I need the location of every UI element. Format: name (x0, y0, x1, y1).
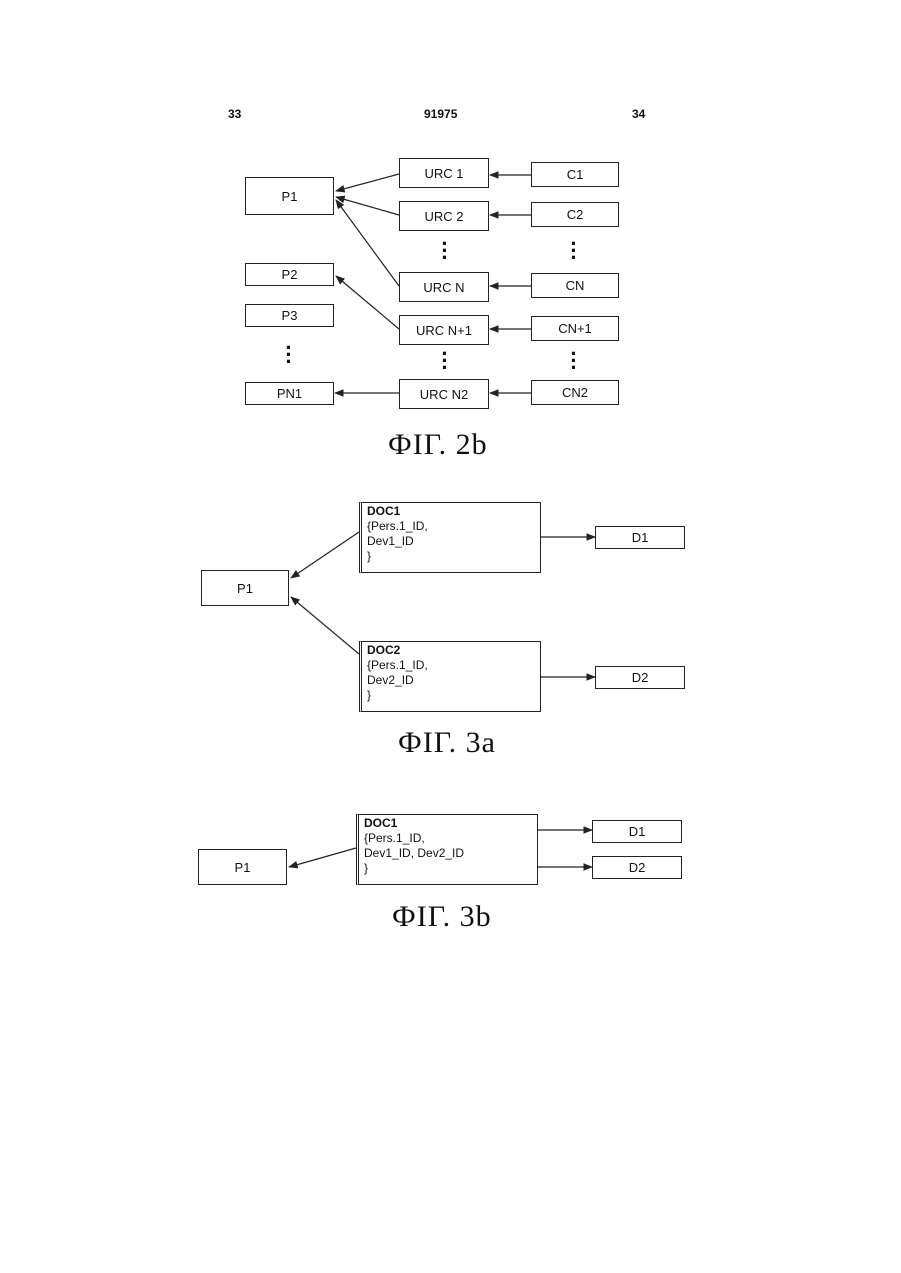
device-box-d2: D2 (595, 666, 685, 689)
c-box-2: C2 (531, 202, 619, 227)
doc-title: DOC1 (364, 816, 532, 831)
doc-title: DOC1 (367, 504, 535, 519)
ellipsis-dots: ··· (440, 240, 450, 261)
doc1-box: DOC1 {Pers.1_ID, Dev1_ID } (359, 502, 541, 573)
doc-line: {Pers.1_ID, (364, 831, 532, 846)
urc-box-1: URC 1 (399, 158, 489, 188)
device-box-d1: D1 (592, 820, 682, 843)
doc-line: {Pers.1_ID, (367, 519, 535, 534)
doc-line: Dev2_ID (367, 673, 535, 688)
figure-caption-3b: ФІГ. 3b (392, 900, 492, 934)
doc-line: {Pers.1_ID, (367, 658, 535, 673)
figure-caption-3a: ФІГ. 3a (398, 726, 496, 760)
c-box-n: CN (531, 273, 619, 298)
person-box-pn1: PN1 (245, 382, 334, 405)
doc2-box: DOC2 {Pers.1_ID, Dev2_ID } (359, 641, 541, 712)
urc-box-n2: URC N2 (399, 379, 489, 409)
person-box-p1: P1 (245, 177, 334, 215)
person-box-p1: P1 (198, 849, 287, 885)
ellipsis-dots: ··· (284, 344, 294, 365)
ellipsis-dots: ··· (569, 350, 579, 371)
person-box-p2: P2 (245, 263, 334, 286)
device-box-d2: D2 (592, 856, 682, 879)
ellipsis-dots: ··· (440, 350, 450, 371)
doc-line: } (364, 861, 532, 876)
person-box-p1: P1 (201, 570, 289, 606)
c-box-n2: CN2 (531, 380, 619, 405)
c-box-n-plus-1: CN+1 (531, 316, 619, 341)
doc-line: } (367, 688, 535, 703)
doc-line: Dev1_ID, Dev2_ID (364, 846, 532, 861)
urc-box-n: URC N (399, 272, 489, 302)
urc-box-2: URC 2 (399, 201, 489, 231)
doc-line: Dev1_ID (367, 534, 535, 549)
device-box-d1: D1 (595, 526, 685, 549)
doc1-box: DOC1 {Pers.1_ID, Dev1_ID, Dev2_ID } (356, 814, 538, 885)
c-box-1: C1 (531, 162, 619, 187)
person-box-p3: P3 (245, 304, 334, 327)
doc-line: } (367, 549, 535, 564)
figure-caption-2b: ФІГ. 2b (388, 428, 488, 462)
ellipsis-dots: ··· (569, 240, 579, 261)
doc-title: DOC2 (367, 643, 535, 658)
